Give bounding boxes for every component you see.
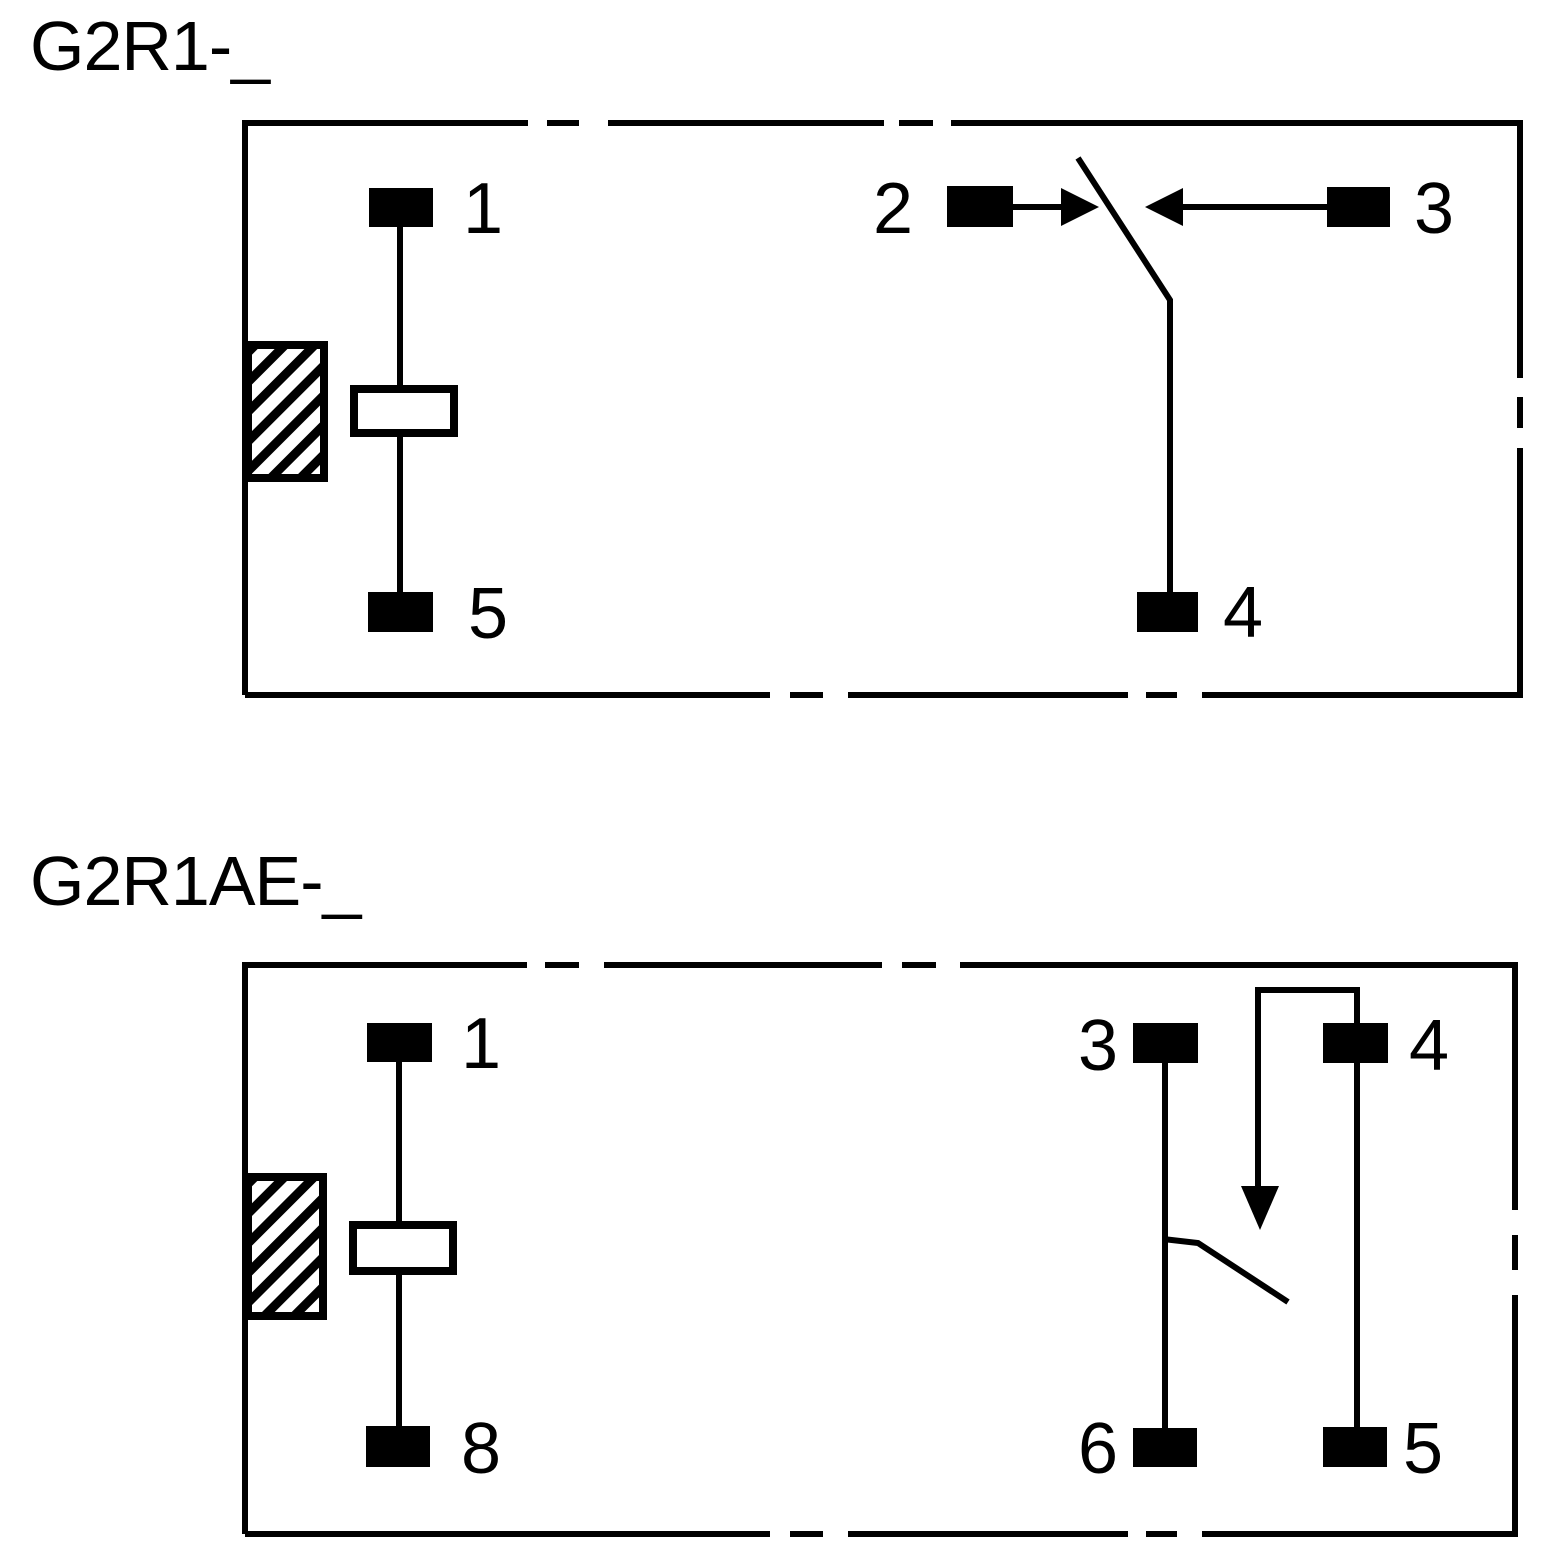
actuation-arrow-down-icon xyxy=(1241,1186,1279,1230)
coil-symbol xyxy=(350,385,458,437)
terminal-3-label: 3 xyxy=(1414,169,1454,249)
terminal-4-label: 4 xyxy=(1223,573,1263,653)
terminal-4 xyxy=(1137,592,1198,632)
terminal-1 xyxy=(369,188,433,227)
terminal-8 xyxy=(366,1426,430,1467)
terminal-4b-label: 4 xyxy=(1409,1006,1449,1086)
diagram1-title: G2R1-_ xyxy=(30,7,271,85)
terminal-5-label: 5 xyxy=(468,574,508,654)
terminal-6 xyxy=(1133,1428,1197,1467)
terminal-1b xyxy=(367,1023,432,1062)
terminal-5 xyxy=(368,592,433,632)
coil-energization-mark xyxy=(244,341,328,482)
terminal-3 xyxy=(1327,187,1390,227)
terminal-1-label: 1 xyxy=(463,169,503,249)
actuation-hook-wire xyxy=(1255,987,1360,1190)
terminal-3b-label: 3 xyxy=(1078,1006,1118,1086)
terminal-2 xyxy=(947,186,1013,227)
contact-arrow-left-icon xyxy=(1145,188,1183,226)
diagram-g2r1: G2R1-_ 1 5 2 3 4 xyxy=(30,7,1523,698)
terminal-5b-label: 5 xyxy=(1403,1409,1443,1489)
coil-symbol-2 xyxy=(349,1221,457,1275)
terminal-4b xyxy=(1323,1023,1388,1063)
terminal-5b xyxy=(1323,1427,1387,1467)
coil-energization-mark-2 xyxy=(244,1173,327,1320)
terminal-8-label: 8 xyxy=(461,1409,501,1489)
terminal-6-label: 6 xyxy=(1078,1409,1118,1489)
diagram1-case-outline xyxy=(242,120,1523,698)
contact-blade-2 xyxy=(1162,1236,1290,1305)
contact-arrow-right-icon xyxy=(1061,188,1099,226)
diagram2-title: G2R1AE-_ xyxy=(30,842,363,920)
terminal-2-label: 2 xyxy=(873,169,913,249)
diagram2-case-outline xyxy=(242,962,1518,1537)
terminal-3b xyxy=(1133,1023,1198,1063)
contact-blade xyxy=(1075,156,1173,592)
terminal-1b-label: 1 xyxy=(461,1004,501,1084)
diagram-g2r1ae: G2R1AE-_ 1 8 3 4 6 5 xyxy=(30,842,1518,1537)
